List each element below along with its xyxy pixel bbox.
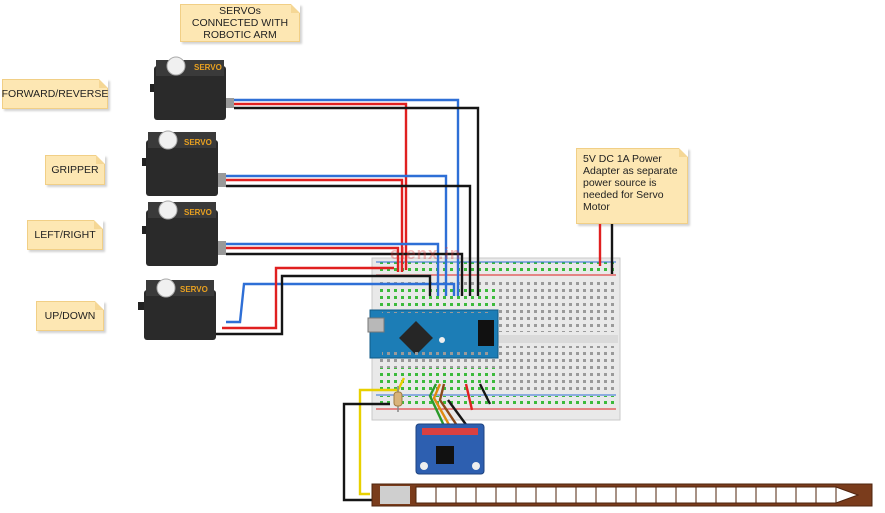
wire-red — [226, 178, 404, 272]
wire-blue — [226, 282, 456, 324]
wire-yellow — [358, 377, 406, 496]
wire-blue — [226, 242, 440, 296]
servo-up-down: SERVO — [138, 278, 216, 340]
note-servos-connected: SERVOs CONNECTED WITH ROBOTIC ARM — [180, 4, 300, 42]
servo-gripper: SERVO — [142, 130, 226, 196]
wire-blue — [234, 98, 460, 296]
wire-black — [234, 106, 480, 296]
wire-black — [478, 383, 492, 405]
flex-sensor — [371, 483, 873, 507]
arduino-nano — [367, 309, 499, 359]
mpu6050-module — [415, 423, 485, 475]
note-gripper: GRIPPER — [45, 155, 105, 185]
wire-blue — [226, 174, 448, 296]
note-forward-reverse-text: FORWARD/REVERSE — [1, 87, 109, 100]
wire-brown — [438, 383, 461, 431]
note-left-right-text: LEFT/RIGHT — [34, 228, 96, 241]
servo-label: SERVO — [184, 138, 212, 147]
wire-red — [222, 266, 394, 330]
note-power-adapter: 5V DC 1A Power Adapter as separate power… — [576, 148, 688, 224]
note-up-down-text: UP/DOWN — [44, 309, 96, 322]
servo-label: SERVO — [194, 63, 222, 72]
servo-forward-reverse: SERVO — [150, 56, 234, 120]
wire-red — [234, 102, 408, 270]
servo-label: SERVO — [184, 208, 212, 217]
watermark: elenx.in — [390, 244, 462, 263]
wire-black — [342, 402, 390, 502]
note-power-adapter-text: 5V DC 1A Power Adapter as separate power… — [583, 153, 678, 214]
note-up-down: UP/DOWN — [36, 301, 104, 331]
servo-label: SERVO — [180, 285, 208, 294]
wire-red — [226, 246, 400, 272]
wire-black — [216, 274, 432, 336]
wire-orange — [432, 383, 454, 431]
wire-black — [226, 252, 464, 296]
wire-red — [464, 383, 474, 411]
wire-green — [428, 383, 448, 431]
wire-black — [226, 184, 472, 296]
note-gripper-text: GRIPPER — [51, 163, 99, 176]
note-forward-reverse: FORWARD/REVERSE — [2, 79, 108, 109]
resistor — [393, 386, 403, 412]
servo-left-right: SERVO — [142, 200, 226, 266]
servo-wires — [216, 98, 614, 336]
note-servos-connected-text: SERVOs CONNECTED WITH ROBOTIC ARM — [191, 4, 289, 42]
note-left-right: LEFT/RIGHT — [27, 220, 103, 250]
